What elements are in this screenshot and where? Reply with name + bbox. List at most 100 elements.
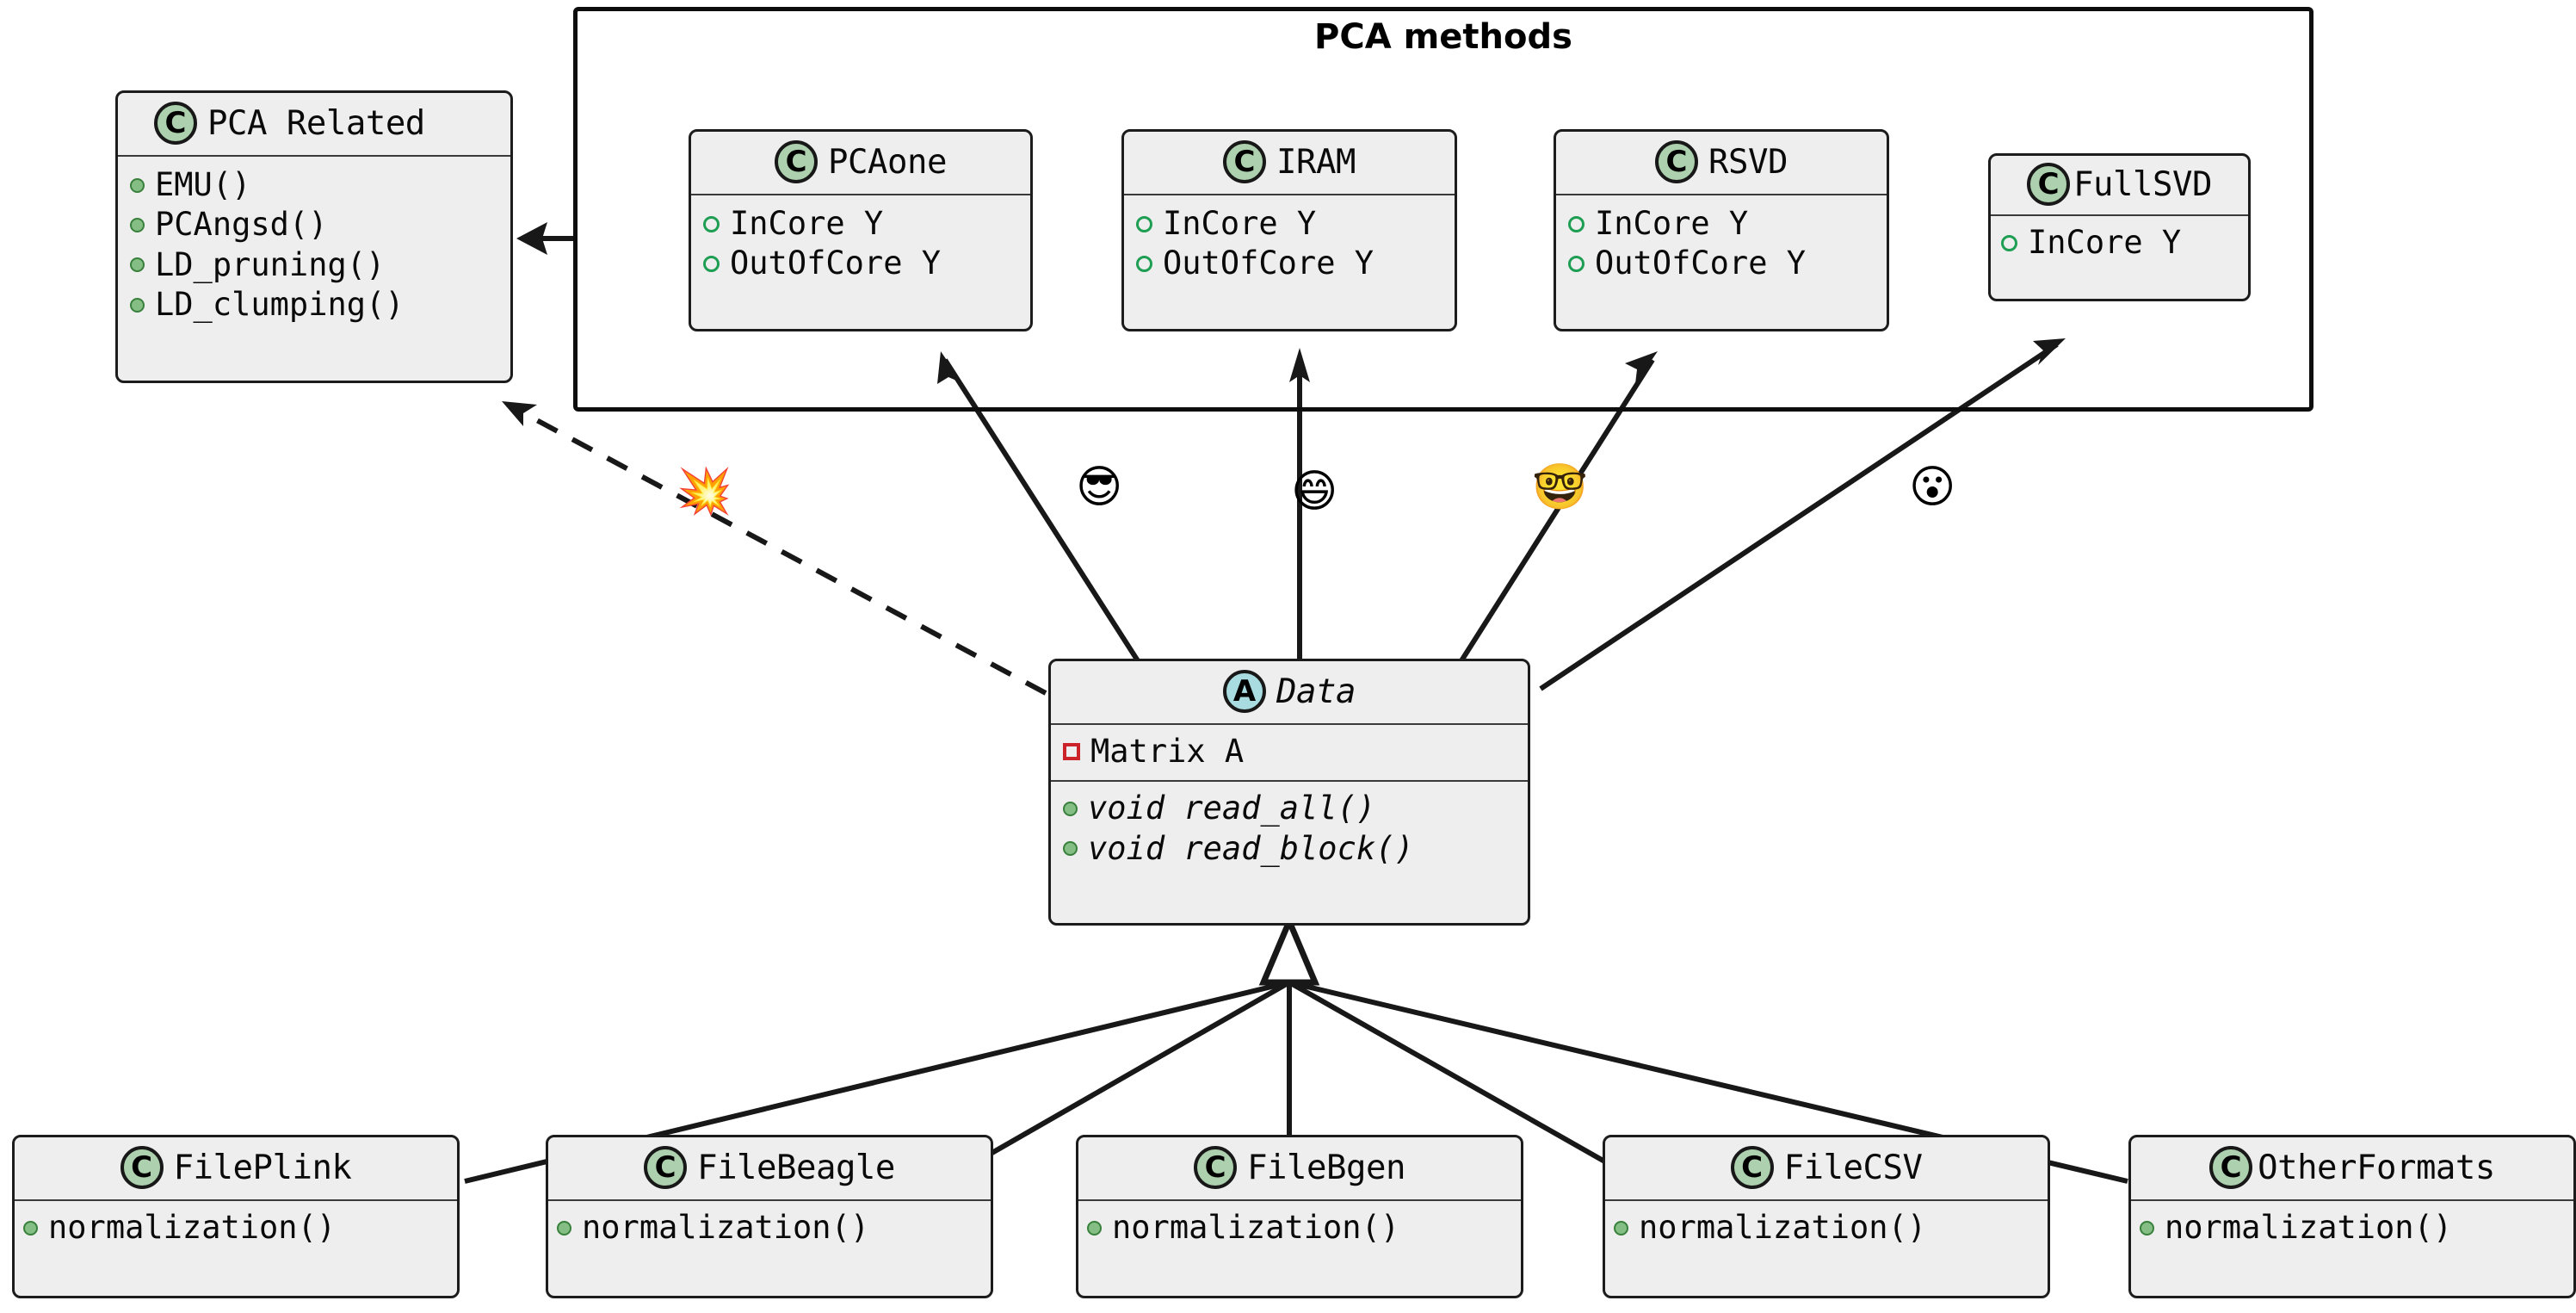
public-method-icon: [130, 177, 145, 193]
attribute-label: InCore Y: [1163, 205, 1317, 242]
class-name-label: IRAM: [1276, 142, 1356, 182]
class-attributes-rsvd: InCore Y OutOfCore Y: [1556, 195, 1887, 294]
public-method-icon: [130, 257, 145, 273]
method-row[interactable]: normalization(): [2140, 1208, 2565, 1248]
edge-data-to-pcarelated-dashed: [502, 401, 1047, 696]
method-label: PCAngsd(): [155, 206, 328, 244]
attribute-icon: [1568, 215, 1585, 232]
method-row[interactable]: LD_pruning(): [130, 245, 498, 285]
method-row[interactable]: PCAngsd(): [130, 205, 498, 245]
attribute-row[interactable]: OutOfCore Y: [1568, 244, 1875, 283]
nerd-emoji: 🤓: [1532, 461, 1588, 513]
attribute-label: OutOfCore Y: [730, 245, 942, 282]
method-row[interactable]: normalization(): [23, 1208, 448, 1248]
public-method-icon: [130, 218, 145, 233]
section-divider: [1124, 194, 1455, 195]
public-method-icon: [1063, 841, 1078, 857]
section-divider: [1605, 1199, 2048, 1201]
class-box-pcaone[interactable]: C PCAone InCore Y OutOfCore Y: [689, 129, 1033, 331]
method-label: EMU(): [155, 166, 251, 203]
attribute-icon: [1136, 256, 1152, 273]
attribute-row[interactable]: InCore Y: [1568, 204, 1875, 244]
class-stereotype-icon: C: [2209, 1146, 2253, 1189]
method-row[interactable]: LD_clumping(): [130, 285, 498, 325]
method-label: normalization(): [1112, 1209, 1400, 1246]
class-name-label: FilePlink: [173, 1148, 352, 1187]
public-method-icon: [130, 297, 145, 313]
section-divider: [691, 194, 1030, 195]
attribute-row[interactable]: InCore Y: [1136, 204, 1442, 244]
attribute-label: InCore Y: [2028, 224, 2182, 261]
class-header-iram: C IRAM: [1124, 132, 1455, 194]
class-methods-filebgen: normalization(): [1078, 1201, 1521, 1256]
class-methods-fileplink: normalization(): [15, 1201, 457, 1256]
class-name-label: RSVD: [1708, 142, 1788, 182]
class-attributes-pcaone: InCore Y OutOfCore Y: [691, 195, 1030, 294]
class-methods-filecsv: normalization(): [1605, 1201, 2048, 1256]
method-label: normalization(): [1639, 1209, 1927, 1246]
method-row[interactable]: normalization(): [1614, 1208, 2039, 1248]
collision-emoji: 💥: [676, 466, 732, 517]
public-method-icon: [2140, 1220, 2154, 1236]
class-box-rsvd[interactable]: C RSVD InCore Y OutOfCore Y: [1554, 129, 1889, 331]
field-row[interactable]: Matrix A: [1063, 732, 1516, 771]
section-divider: [1556, 194, 1887, 195]
method-row[interactable]: void read_all(): [1063, 789, 1516, 828]
class-stereotype-icon: C: [154, 102, 197, 145]
attribute-icon: [2001, 234, 2017, 251]
method-label: normalization(): [48, 1209, 337, 1246]
class-methods-filebeagle: normalization(): [548, 1201, 991, 1256]
abstract-stereotype-icon: A: [1223, 670, 1267, 713]
class-methods-data: void read_all() void read_block(): [1051, 782, 1528, 877]
edge-data-to-pcaone: [937, 351, 1147, 673]
attribute-row[interactable]: InCore Y: [703, 204, 1018, 244]
class-name-label: FullSVD: [2073, 164, 2212, 204]
class-box-pca-related[interactable]: C PCA Related EMU() PCAngsd() LD_pruning…: [115, 90, 513, 383]
class-stereotype-icon: C: [1730, 1146, 1774, 1189]
edge-data-to-rsvd: [1452, 351, 1658, 673]
class-box-filebeagle[interactable]: C FileBeagle normalization(): [546, 1135, 993, 1298]
attribute-row[interactable]: OutOfCore Y: [703, 244, 1018, 283]
public-method-icon: [1063, 802, 1078, 817]
grin-emoji: 😄: [1291, 466, 1338, 517]
sunglasses-emoji: 😎: [1076, 461, 1123, 513]
class-stereotype-icon: C: [775, 140, 819, 183]
class-stereotype-icon: C: [2027, 163, 2071, 206]
class-box-data[interactable]: A Data Matrix A void read_all() void rea…: [1048, 659, 1530, 926]
class-name-label: FileBgen: [1247, 1148, 1405, 1187]
class-name-label: FileBeagle: [697, 1148, 895, 1187]
class-stereotype-icon: C: [1223, 140, 1267, 183]
class-header-data: A Data: [1051, 661, 1528, 723]
edge-data-to-iram: [1289, 348, 1310, 672]
class-header-fileplink: C FilePlink: [15, 1137, 457, 1199]
generalization-triangle: [1258, 914, 1320, 986]
method-row[interactable]: EMU(): [130, 165, 498, 205]
method-row[interactable]: void read_block(): [1063, 829, 1516, 869]
class-box-filebgen[interactable]: C FileBgen normalization(): [1076, 1135, 1523, 1298]
edge-package-to-pcarelated: [516, 222, 577, 255]
class-header-filecsv: C FileCSV: [1605, 1137, 2048, 1199]
method-row[interactable]: normalization(): [557, 1208, 982, 1248]
class-attributes-iram: InCore Y OutOfCore Y: [1124, 195, 1455, 294]
attribute-row[interactable]: InCore Y: [2001, 223, 2238, 263]
public-method-icon: [1614, 1220, 1628, 1236]
package-pca-methods: [573, 7, 2313, 412]
class-box-iram[interactable]: C IRAM InCore Y OutOfCore Y: [1121, 129, 1457, 331]
class-box-filecsv[interactable]: C FileCSV normalization(): [1603, 1135, 2050, 1298]
attribute-row[interactable]: OutOfCore Y: [1136, 244, 1442, 283]
section-divider: [2131, 1199, 2573, 1201]
attribute-icon: [1568, 256, 1585, 273]
section-divider: [1051, 780, 1528, 783]
public-method-icon: [1087, 1220, 1102, 1236]
method-label: void read_all(): [1088, 790, 1376, 827]
package-title: PCA methods: [1314, 17, 1572, 57]
method-label: normalization(): [2165, 1209, 2453, 1246]
class-box-fileplink[interactable]: C FilePlink normalization(): [12, 1135, 460, 1298]
class-header-fullsvd: C FullSVD: [1991, 156, 2248, 214]
method-row[interactable]: normalization(): [1087, 1208, 1512, 1248]
class-name-label: OtherFormats: [2258, 1148, 2495, 1187]
edge-filecsv-to-data: [1288, 980, 1641, 1184]
class-box-otherformats[interactable]: C OtherFormats normalization(): [2128, 1135, 2576, 1298]
class-box-fullsvd[interactable]: C FullSVD InCore Y: [1988, 153, 2251, 301]
